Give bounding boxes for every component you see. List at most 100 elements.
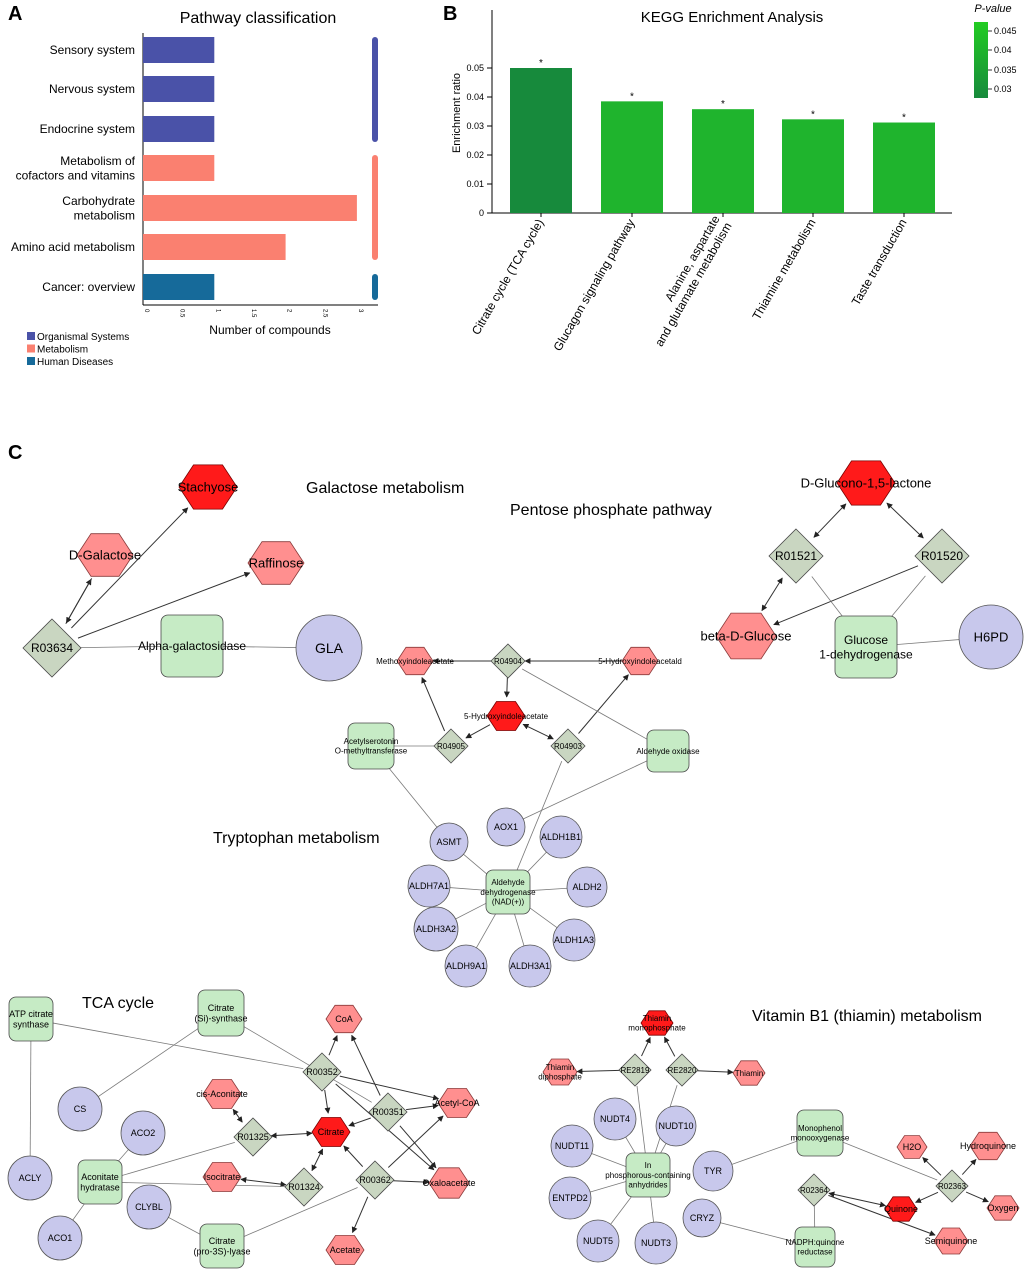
node-asmt[interactable]: ASMT [429, 822, 469, 862]
node-aldh9a1[interactable]: ALDH9A1 [444, 944, 488, 988]
network-edge [761, 577, 783, 612]
node-r02364[interactable]: R02364 [797, 1173, 831, 1207]
node-label: R00351 [372, 1107, 404, 1117]
chart-a-bar [143, 116, 215, 142]
chart-a-category-label: Nervous system [49, 82, 135, 96]
node-shape [884, 1196, 918, 1222]
node-r00362[interactable]: R00362 [355, 1160, 395, 1200]
node-r01324[interactable]: R01324 [284, 1167, 324, 1207]
node-nudt10[interactable]: NUDT10 [655, 1105, 697, 1147]
node-aldh2[interactable]: ALDH2 [566, 866, 608, 908]
network-edge [88, 1025, 203, 1104]
node-r00351[interactable]: R00351 [368, 1092, 408, 1132]
node-procit[interactable]: Citrate(pro-3S)-lyase [193, 1223, 251, 1269]
node-r03634[interactable]: R03634 [22, 618, 82, 678]
node-sicit[interactable]: Citrate(Si)-synthase [194, 989, 248, 1037]
node-aldh3a1[interactable]: ALDH3A1 [508, 944, 552, 988]
node-shape [486, 807, 526, 847]
node-aldh3a2[interactable]: ALDH3A2 [413, 906, 459, 952]
node-thiamin[interactable]: Thiamin [732, 1060, 766, 1086]
node-coa[interactable]: CoA [325, 1004, 363, 1034]
node-shape [485, 869, 531, 915]
node-isocit[interactable]: Isocitrate [202, 1162, 242, 1192]
node-nudt5[interactable]: NUDT5 [576, 1219, 620, 1263]
node-r02363[interactable]: R02363 [935, 1169, 969, 1203]
node-acly[interactable]: ACLY [7, 1155, 53, 1201]
node-label: NUDT10 [658, 1121, 693, 1131]
node-re2820[interactable]: RE2820 [665, 1053, 699, 1087]
title-galactose: Galactose metabolism [306, 480, 464, 497]
node-r01520[interactable]: R01520 [914, 528, 970, 584]
node-acetate[interactable]: Acetate [325, 1235, 365, 1265]
kegg-enrichment-chart: KEGG Enrichment Analysis Enrichment rati… [451, 3, 1017, 353]
node-semiquinone[interactable]: Semiquinone [925, 1227, 978, 1255]
network-edge [79, 646, 162, 648]
node-aldh1a3[interactable]: ALDH1A3 [552, 918, 596, 962]
node-r04905[interactable]: R04905 [433, 728, 469, 764]
network-edge [324, 1089, 331, 1114]
node-dgalactose[interactable]: D-Galactose [69, 533, 141, 577]
node-gla[interactable]: GLA [295, 614, 363, 682]
node-shape [682, 1198, 722, 1238]
node-aldh7a1[interactable]: ALDH7A1 [407, 864, 451, 908]
node-hydroxyacet[interactable]: 5-Hydroxyindoleacetate [464, 701, 549, 731]
network-edge [813, 503, 847, 538]
node-shape [986, 1195, 1020, 1221]
chart-a-category-label: Endocrine system [40, 122, 135, 136]
node-oxalo[interactable]: Oxaloacetate [422, 1167, 476, 1199]
node-tyr[interactable]: TYR [692, 1150, 734, 1192]
node-betaglc[interactable]: beta-D-Glucose [700, 612, 792, 660]
node-raffinose[interactable]: Raffinose [247, 541, 305, 585]
node-aldox[interactable]: Aldehyde oxidase [636, 729, 700, 773]
node-r01521[interactable]: R01521 [768, 528, 824, 584]
node-r01325[interactable]: R01325 [233, 1117, 273, 1157]
node-h2o[interactable]: H2O [896, 1135, 928, 1159]
node-citrate[interactable]: Citrate [311, 1117, 351, 1147]
node-stachyose[interactable]: Stachyose [178, 464, 239, 510]
node-glucono[interactable]: D-Glucono-1,5-lactone [801, 460, 932, 506]
node-cisacon[interactable]: cis-Aconitate [196, 1079, 248, 1109]
node-aco2[interactable]: ACO2 [120, 1110, 166, 1156]
node-shape [542, 1058, 578, 1086]
node-r04903[interactable]: R04903 [550, 728, 586, 764]
node-r00352[interactable]: R00352 [302, 1052, 342, 1092]
node-aldh1b1[interactable]: ALDH1B1 [539, 815, 583, 859]
node-h6pd[interactable]: H6PD [958, 604, 1024, 670]
node-label: Thiamin [735, 1069, 763, 1078]
node-acetylcoa[interactable]: Acetyl-CoA [434, 1088, 480, 1118]
colorbar-tick: 0.035 [994, 65, 1017, 75]
chart-a-bar [143, 234, 286, 260]
node-methoxy[interactable]: Methoxyindoleacetate [376, 646, 454, 676]
node-nudt3[interactable]: NUDT3 [634, 1221, 678, 1265]
node-nudt4[interactable]: NUDT4 [593, 1097, 637, 1141]
node-hydroquinone[interactable]: Hydroquinone [960, 1131, 1016, 1161]
node-aco1[interactable]: ACO1 [37, 1215, 83, 1261]
node-clybl[interactable]: CLYBL [126, 1184, 172, 1230]
node-quinone[interactable]: Quinone [884, 1196, 918, 1222]
node-oxygen[interactable]: Oxygen [986, 1195, 1020, 1221]
node-alphagal[interactable]: Alpha-galactosidase [138, 614, 246, 678]
node-cs[interactable]: CS [57, 1086, 103, 1132]
node-cryz[interactable]: CRYZ [682, 1198, 722, 1238]
node-hydroxyald[interactable]: 5-Hydroxyindoleacetald [598, 646, 682, 676]
node-r04904[interactable]: R04904 [490, 643, 526, 679]
node-nudt11[interactable]: NUDT11 [550, 1124, 594, 1168]
node-label: Aldehyde oxidase [636, 747, 700, 756]
node-aox1[interactable]: AOX1 [486, 807, 526, 847]
node-shape [437, 1088, 477, 1118]
node-entpd2[interactable]: ENTPD2 [548, 1176, 592, 1220]
network-edge [465, 724, 491, 739]
node-re2819[interactable]: RE2819 [618, 1053, 652, 1087]
chart-b-significance: * [539, 58, 543, 69]
